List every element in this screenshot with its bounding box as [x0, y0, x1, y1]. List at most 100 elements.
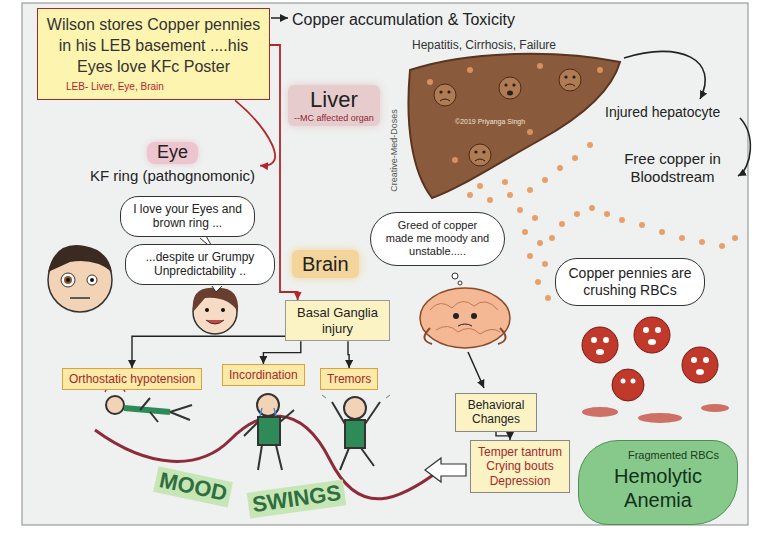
legs: [258, 445, 282, 470]
process-box: Basal Ganglia injury: [285, 300, 390, 341]
copper-dot: [467, 67, 473, 73]
pupil: [90, 278, 94, 282]
copper-dot: [477, 183, 483, 189]
head: [344, 397, 366, 419]
node-subtext: KF ring (pathognomonic): [87, 167, 258, 185]
note-label: Free copper in Bloodstream: [610, 150, 735, 186]
copper-dot: [452, 157, 458, 163]
speech-bubble: Copper pennies are crushing RBCs: [555, 258, 705, 306]
curved-arrow: [738, 118, 750, 176]
note-label: Hepatitis, Cirrhosis, Failure: [412, 38, 556, 52]
legs: [340, 448, 374, 470]
node-text: I love your Eyes and brown ring ...: [129, 202, 246, 231]
mouth: [648, 339, 656, 345]
copper-dot: [527, 253, 533, 259]
copper-dot: [659, 229, 665, 235]
hepatocyte: [559, 69, 581, 91]
woman-face: [193, 288, 238, 334]
hepatocyte-face: [559, 69, 581, 91]
bubble-tail: [212, 286, 222, 292]
eye: [572, 75, 575, 78]
rbc: [612, 369, 644, 401]
node-text: Incordination: [229, 368, 298, 382]
node-text: ...despite ur Grumpy Unpredictability ..: [134, 250, 266, 279]
connector-arrow: [235, 100, 275, 165]
eye: [703, 357, 709, 363]
note-label: Injured hepatocyte: [605, 104, 720, 121]
body: [345, 420, 365, 448]
copper-dot: [522, 229, 528, 235]
crying-man: [244, 394, 294, 470]
liver-shape: [408, 54, 620, 198]
copper-dot: [732, 235, 738, 241]
rbc-fragment: [701, 404, 729, 412]
connector-arrow: [263, 341, 300, 364]
eye: [591, 337, 597, 343]
eye: [221, 308, 225, 312]
rbc: [582, 327, 618, 363]
shake-marks: [322, 395, 390, 398]
eye: [504, 83, 507, 86]
copper-dot: [467, 192, 473, 198]
speech-bubble: ...despite ur Grumpy Unpredictability ..: [125, 244, 275, 285]
node-text: Eye: [147, 142, 198, 164]
rbc-group: [582, 317, 729, 423]
copper-dot: [719, 243, 725, 249]
heading-label: Copper accumulation & Toxicity: [292, 10, 515, 29]
symptom-box: Incordination: [222, 364, 305, 386]
eye: [61, 273, 75, 287]
connector-arrow: [348, 341, 349, 368]
hepatocyte-face: [469, 144, 491, 166]
brain-label: Brain: [292, 250, 359, 278]
rbc-fragment: [582, 407, 618, 417]
mouth: [696, 369, 704, 375]
copper-dot: [699, 239, 705, 245]
copper-dot: [597, 67, 603, 73]
copper-dot: [549, 235, 555, 241]
copper-dot: [619, 217, 625, 223]
mouth: [565, 84, 575, 86]
mouth: [206, 320, 224, 324]
brain-figure: [420, 288, 510, 348]
eye: [205, 308, 209, 312]
watermark: ©2019 Priyanga Singh: [455, 118, 525, 126]
eye: [447, 90, 450, 93]
rbc-fragment: [638, 413, 682, 423]
copper-dot: [559, 221, 565, 227]
copper-dot: [527, 129, 533, 135]
copper-dot: [545, 295, 551, 301]
copper-dot: [574, 211, 580, 217]
mood-wave: [95, 416, 440, 499]
process-box: Behavioral Changes: [455, 393, 537, 432]
hepatocyte-face: [434, 84, 456, 106]
copper-dot: [502, 179, 508, 185]
curved-arrow: [624, 51, 705, 99]
eye: [603, 337, 609, 343]
arrow: [468, 352, 484, 388]
mnemonic-box: Wilson stores Copper pennies in his LEB …: [37, 8, 270, 100]
head: [257, 394, 279, 416]
hepatocyte: [469, 144, 491, 166]
copper-dot: [535, 279, 541, 285]
eye: [655, 327, 661, 333]
node-text: Copper pennies are crushing RBCs: [566, 265, 694, 299]
kf-ring: [64, 276, 72, 284]
node-subtext: Hemolytic Anemia: [591, 464, 725, 512]
copper-dot: [507, 192, 513, 198]
copper-dot: [542, 177, 548, 183]
copper-dot: [542, 261, 548, 267]
eye: [621, 379, 626, 384]
speech-bubble: I love your Eyes and brown ring ...: [120, 196, 255, 237]
mouth: [70, 297, 90, 299]
node-subtext: --MC affected organ: [294, 113, 374, 124]
arms: [140, 398, 158, 422]
copper-dot: [532, 215, 538, 221]
arms: [332, 402, 380, 424]
copper-dot: [427, 79, 433, 85]
leader-arrow: [271, 17, 288, 19]
thought-dot: [452, 273, 458, 279]
body: [258, 417, 280, 445]
node-subtext: LEB- Liver, Eye, Brain: [46, 81, 261, 93]
symptom-box: Temper tantrum Crying bouts Depression: [470, 440, 570, 493]
trembling-man: [322, 395, 390, 470]
